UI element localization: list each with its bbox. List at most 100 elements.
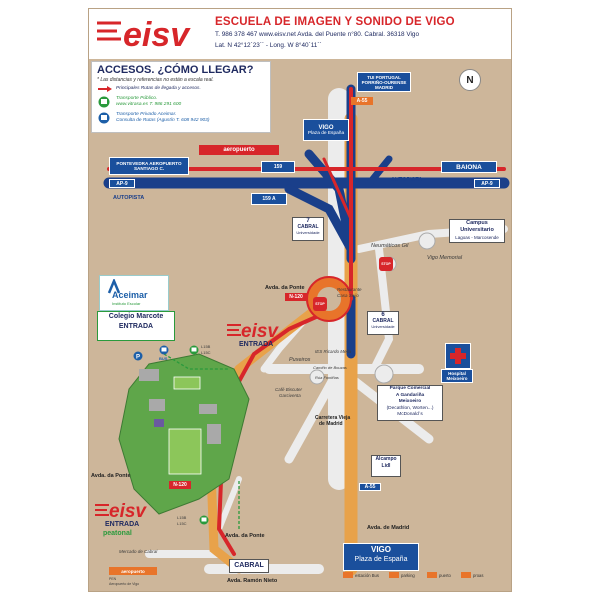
sign-parque-4: (Decathlon, Worten...): [386, 405, 434, 411]
legend-public-transport: Transporte Público.: [116, 96, 158, 101]
sign-portugal: TUI PORTUGAL PORRIÑO-OURENSE MADRID: [357, 72, 411, 92]
legend-puerto: puerto: [427, 571, 451, 579]
label-carretera-2: de Madrid: [319, 421, 343, 427]
access-note: * Las distancias y referencias no están …: [97, 77, 214, 83]
label-neumaticos: Neumáticos Gil: [371, 243, 409, 249]
label-rua: Rúa Fontiñas: [315, 375, 339, 380]
label-puxeiros: Puxeiros: [289, 357, 311, 363]
sign-aeropuerto: aeropuerto: [199, 145, 279, 155]
eisv-building: [154, 419, 164, 427]
legend-bus-station: estación Bus: [343, 571, 379, 579]
building-2: [199, 404, 217, 414]
sign-alcampo: Alcampo Lidl: [371, 455, 401, 477]
label-carretera-1: Carretera Vieja: [315, 415, 351, 421]
sign-aeropuerto-bottom: aeropuerto: [109, 567, 157, 575]
aceimar-logo-icon: [107, 279, 121, 294]
bus-line-4: L15C: [177, 521, 187, 526]
bus-routes: [163, 353, 240, 529]
eisv-entrada-label: ENTRADA: [239, 341, 274, 348]
sign-a55-bottom: A-55: [359, 483, 381, 491]
label-restaurante-1: Restaurante: [337, 287, 362, 292]
parking-icon: P: [133, 351, 143, 361]
bus-line-3: L15B: [177, 515, 187, 520]
sign-cabral-top-num: 7: [306, 218, 310, 224]
eisv-logo: eisv: [97, 16, 191, 54]
colegio-name: Colegio Marcote: [108, 313, 164, 320]
label-autopista-left: AUTOPISTA: [113, 195, 145, 201]
sign-cabral-top: 7 CABRAL Universidade: [292, 217, 324, 241]
colegio-marcote-box: Colegio Marcote ENTRADA: [97, 311, 175, 341]
sign-exit-159: 159: [261, 161, 295, 173]
svg-text:eisv: eisv: [241, 321, 279, 341]
legend-parking: parking: [389, 571, 415, 579]
road-hospital: [370, 245, 394, 373]
sports-field-2: [173, 376, 201, 390]
label-camino: Camiño de Bouzas: [313, 365, 347, 370]
eisv-logo-pedestrian: eisv: [95, 501, 147, 521]
label-bus: BUS: [159, 356, 168, 361]
sign-campus: Campus Universitario Lagoas - Marcosende: [449, 219, 505, 243]
label-cafe-2: Garciventa: [279, 393, 301, 398]
aceimar-sub: Instituto Escolar: [112, 301, 141, 306]
aceimar-name: Aceimar: [112, 290, 148, 300]
sign-alcampo-1: Alcampo: [375, 456, 397, 462]
building-1: [149, 399, 165, 411]
label-restaurante-2: Casa Seijo: [337, 293, 359, 298]
sign-parque-1: Parque Comercial: [389, 386, 431, 391]
label-vigo-memorial: Vigo Memorial: [427, 255, 463, 261]
bus-stop-icon: [199, 515, 209, 525]
legend-proas: proas: [461, 571, 483, 579]
sign-campus-1: Campus: [466, 220, 488, 226]
sign-vigo-top-plaza: Plaza de España: [307, 130, 345, 136]
contact-info: T. 986 378 467 www.eisv.net Avda. del Pu…: [215, 31, 420, 38]
svg-text:eisv: eisv: [109, 501, 147, 521]
compass-icon: N: [459, 69, 481, 91]
road-carretera-vieja: [284, 364, 344, 464]
sign-cabral-bottom: CABRAL: [229, 559, 269, 573]
label-ramon-nieto: Avda. Ramón Nieto: [227, 578, 278, 584]
eisv-logo-entrance: eisv: [227, 321, 279, 341]
legend-bus-station-label: estación Bus: [355, 572, 379, 578]
sign-campus-3: Lagoas - Marcosende: [455, 235, 499, 240]
sign-alcampo-2: Lidl: [381, 463, 391, 469]
legend-main-routes: Principales Rutas de llegada y accesos.: [116, 86, 201, 91]
label-avda-madrid: Avda. de Madrid: [367, 525, 410, 531]
sign-cabral-mid-name: CABRAL: [372, 318, 394, 324]
eisv-entrada-peatonal-2: peatonal: [103, 530, 132, 537]
sign-vigo-bottom: VIGO Plaza de España: [343, 543, 419, 571]
route-red-ramp: [322, 157, 353, 221]
sign-ap9-right: AP-9: [474, 179, 500, 188]
school-name: ESCUELA DE IMAGEN Y SONIDO DE VIGO: [215, 16, 455, 28]
road-bus-stop: [216, 476, 242, 532]
sign-campus-2: Universitario: [460, 227, 494, 233]
aceimar-box: Aceimar Instituto Escolar: [99, 275, 169, 311]
sports-field-1: [168, 428, 202, 475]
header: eisv ESCUELA DE IMAGEN Y SONIDO DE VIGO …: [89, 9, 511, 59]
bus-line-1: L15B: [201, 344, 211, 349]
sign-hospital-1: Hospital: [448, 371, 466, 376]
sign-vigo-bottom-plaza: Plaza de España: [354, 556, 408, 563]
sign-ap9-left: AP-9: [109, 179, 135, 188]
legend-puerto-label: puerto: [439, 572, 451, 578]
sign-cabral-mid-num: 6: [381, 312, 385, 318]
svg-text:eisv: eisv: [123, 16, 191, 54]
label-avda-ponte-left: Avda. da Ponte: [91, 473, 131, 479]
legend-vitrasa: www.vitrasa.es T. 986 291 600: [116, 102, 182, 107]
eisv-entrada-peatonal-1: ENTRADA: [105, 521, 140, 528]
sign-exit-159a: 159 A: [251, 193, 287, 205]
stop-sign-2: STOP: [379, 257, 393, 271]
sign-a55-top: A-55: [351, 97, 373, 105]
building-4: [139, 369, 159, 381]
road-ramp-3: [365, 155, 393, 188]
sign-vigo-top: VIGO Plaza de España: [303, 119, 349, 141]
label-avda-ponte-top: Avda. da Ponte: [265, 285, 305, 291]
roundabouts: [306, 232, 436, 385]
public-bus-icon: [98, 96, 110, 108]
sign-cabral-mid: 6 CABRAL Universidade: [367, 311, 399, 335]
label-mercado: Mercado de Cabral: [119, 549, 158, 554]
svg-text:P: P: [136, 355, 140, 361]
label-pen-sub: Aeropuerto de Vigo: [109, 582, 140, 586]
sign-vigo-bottom-city: VIGO: [370, 545, 391, 554]
map-canvas: [103, 84, 510, 576]
sign-pontevedra: PONTEVEDRA AEROPUERTO SANTIAGO C.: [109, 157, 189, 175]
